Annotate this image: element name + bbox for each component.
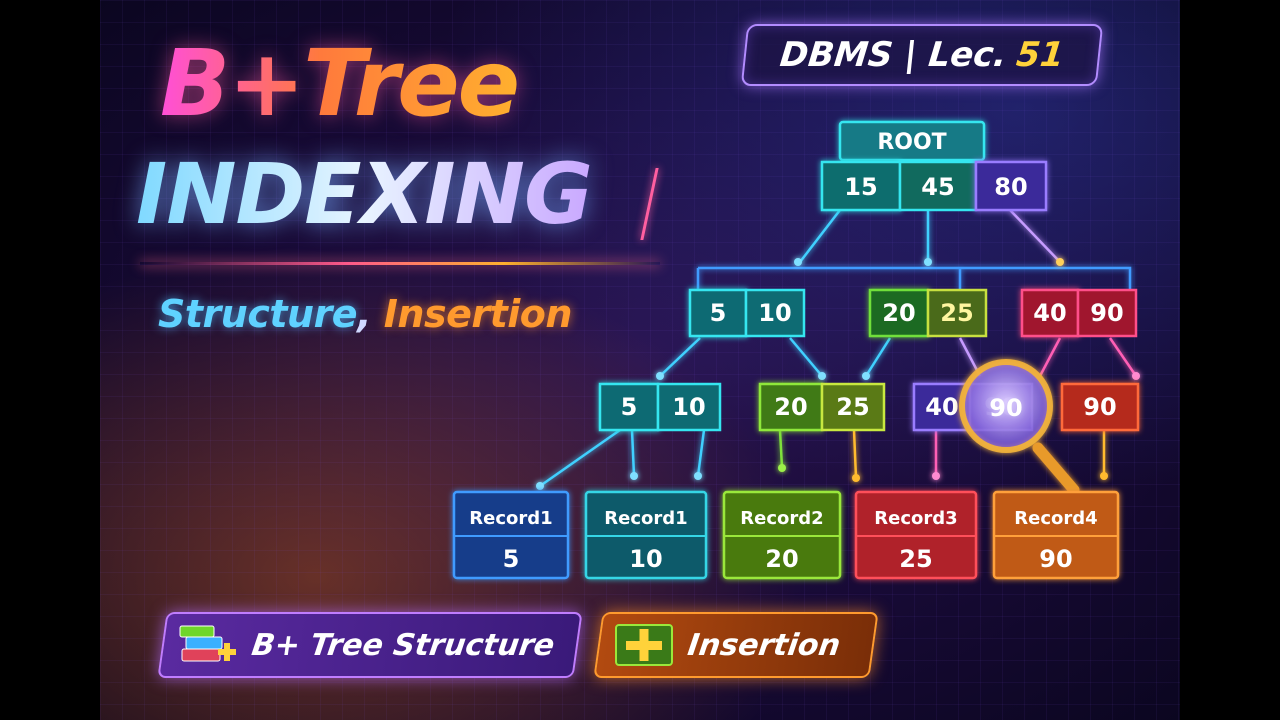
root-key: 45 — [921, 173, 954, 201]
subtitle-separator: , — [357, 292, 372, 336]
record-name: Record3 — [874, 508, 957, 529]
edge-bus — [696, 266, 1132, 290]
level1-node-b: 20 25 — [868, 288, 988, 338]
record-card: Record1 5 — [452, 490, 570, 580]
record-key: 20 — [765, 545, 798, 573]
level1-key: 5 — [710, 299, 727, 327]
level2-key: 5 — [621, 393, 638, 421]
title-line-1: B+Tree — [160, 30, 520, 137]
level2-key: 10 — [672, 393, 705, 421]
edge-l1c-l2d — [1038, 337, 1062, 377]
bplus-tree-diagram: ROOT 15 45 80 5 10 20 25 40 90 — [452, 120, 1140, 580]
edge-root-left — [799, 209, 841, 263]
insertion-button[interactable]: Insertion — [593, 612, 879, 678]
subtitle: Structure, Insertion — [158, 292, 572, 336]
record-name: Record4 — [1014, 508, 1097, 529]
edge-l1a-l2a — [659, 337, 701, 377]
record-card: Record4 90 — [992, 490, 1120, 580]
record-card: Record3 25 — [854, 490, 978, 580]
edge-l1b-l2b — [864, 337, 892, 377]
level2-node-a: 5 10 — [598, 382, 722, 432]
level2-key: 90 — [1083, 393, 1116, 421]
plus-icon — [614, 623, 676, 667]
level2-key: 20 — [774, 393, 807, 421]
magnified-key: 90 — [989, 394, 1022, 422]
level1-key: 90 — [1090, 299, 1123, 327]
edge-dots — [536, 258, 1140, 490]
edge-l2a-r1 — [539, 428, 621, 488]
root-key: 15 — [844, 173, 877, 201]
level2-node-d: 90 — [1060, 382, 1140, 432]
title-line-2: INDEXING — [136, 145, 593, 243]
root-label: ROOT — [877, 130, 946, 155]
structure-button-label: B+ Tree Structure — [249, 627, 557, 663]
edge-l2b-r3 — [778, 429, 784, 469]
record-key: 90 — [1039, 545, 1072, 573]
edge-l1a-l2b — [789, 337, 823, 377]
record-card: Record1 10 — [584, 490, 708, 580]
structure-button[interactable]: B+ Tree Structure — [157, 612, 583, 678]
record-name: Record1 — [469, 508, 552, 529]
edge-l2a-r2b — [696, 429, 706, 477]
level1-node-a: 5 10 — [688, 288, 806, 338]
record-key: 5 — [503, 545, 520, 573]
record-name: Record2 — [740, 508, 823, 529]
record-name: Record1 — [604, 508, 687, 529]
root-key: 80 — [994, 173, 1027, 201]
level2-node-b: 20 25 — [758, 382, 886, 432]
subtitle-insertion: Insertion — [371, 292, 573, 336]
level1-node-c: 40 90 — [1020, 288, 1138, 338]
edge-l1c-l2e — [1108, 337, 1138, 377]
record-card: Record2 20 — [722, 490, 842, 580]
edge-l2a-r2 — [630, 429, 636, 477]
edge-root-right — [1009, 209, 1061, 263]
edge-l2b-r4 — [852, 429, 858, 479]
level1-key: 40 — [1033, 299, 1066, 327]
level1-key: 25 — [940, 299, 973, 327]
thumbnail-frame: B+Tree INDEXING Structure, Insertion DBM… — [100, 0, 1180, 720]
title-underline — [140, 262, 660, 265]
root-node: ROOT 15 45 80 — [820, 120, 1048, 212]
subtitle-structure: Structure — [158, 292, 358, 336]
magnifier-icon: 90 — [959, 359, 1080, 496]
level1-key: 10 — [758, 299, 791, 327]
level2-key: 25 — [836, 393, 869, 421]
level1-key: 20 — [882, 299, 915, 327]
record-key: 10 — [629, 545, 662, 573]
books-plus-icon — [178, 623, 240, 667]
insertion-button-label: Insertion — [685, 627, 843, 663]
record-key: 25 — [899, 545, 932, 573]
level2-key: 40 — [925, 393, 958, 421]
tree-edges — [539, 209, 1138, 488]
